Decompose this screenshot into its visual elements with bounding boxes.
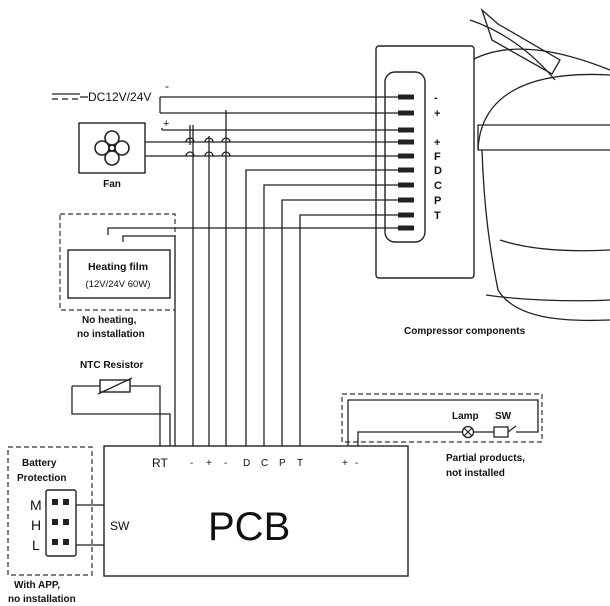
lamp-note-1: Partial products,: [446, 453, 525, 464]
pcb-pin-label: +: [206, 458, 212, 469]
pcb-pin-label: -: [224, 458, 227, 469]
pcb-sw-label: SW: [110, 519, 130, 533]
compressor-label: Compressor components: [404, 326, 526, 337]
terminal-label: T: [434, 210, 441, 222]
pcb-pin-label: D: [243, 458, 250, 469]
battery-level-l: L: [32, 537, 40, 553]
heating-film-title: Heating film: [88, 261, 148, 273]
heating-film-note-1: No heating,: [82, 315, 137, 326]
terminal-label: F: [434, 151, 441, 163]
terminal-pin: [398, 127, 414, 133]
battery-protection-group: Battery Protection M H L With APP, no in…: [7, 446, 104, 605]
lamp-switch-group: Lamp SW Partial products, not installed: [341, 393, 543, 479]
pcb-lamp-minus: -: [355, 458, 358, 469]
lamp-icon: [461, 425, 475, 439]
battery-note-2: no installation: [8, 594, 76, 605]
heating-film-note-2: no installation: [77, 329, 145, 340]
lamp-label: Lamp: [452, 411, 479, 422]
terminal-pin: [398, 153, 414, 159]
battery-note-1: With APP,: [14, 580, 60, 591]
terminal-label: P: [434, 195, 441, 207]
pcb-pin-label: P: [279, 458, 286, 469]
switch-icon: [493, 425, 517, 438]
pcb-label: PCB: [208, 505, 290, 549]
battery-title-1: Battery: [22, 458, 57, 469]
battery-level-m: M: [30, 497, 42, 513]
fan: Fan: [78, 122, 146, 190]
fan-label: Fan: [103, 179, 121, 190]
pcb-lamp-plus: +: [342, 458, 348, 469]
pcb-pin-label: C: [261, 458, 268, 469]
terminal-pin: [398, 182, 414, 188]
battery-title-2: Protection: [17, 473, 66, 484]
pcb-rt-label: RT: [152, 456, 168, 470]
dc-voltage-label: DC12V/24V: [88, 90, 151, 104]
heating-film-group: Heating film (12V/24V 60W) No heating, n…: [59, 213, 176, 340]
lamp-note-2: not installed: [446, 468, 505, 479]
terminal-pin: [398, 225, 414, 231]
ntc-label: NTC Resistor: [80, 360, 143, 371]
jumper-pins: [52, 499, 69, 545]
pcb-pin-label: T: [297, 458, 303, 469]
heating-film-spec: (12V/24V 60W): [86, 279, 151, 290]
compressor-illustration: [469, 7, 610, 322]
battery-level-h: H: [31, 517, 41, 533]
power-plus-label: +: [163, 118, 169, 130]
pcb-pin-label: -: [190, 458, 193, 469]
terminal-label: C: [434, 180, 442, 192]
ntc-resistor: NTC Resistor: [71, 360, 171, 455]
terminal-label: -: [434, 92, 438, 104]
terminal-label: +: [434, 137, 440, 149]
terminal-pin: [398, 212, 414, 218]
terminal-pin: [398, 110, 414, 116]
dc-power-label: DC12V/24V - +: [52, 79, 169, 130]
switch-label: SW: [495, 411, 512, 422]
pcb-vertical-wires: [107, 110, 400, 455]
terminal-pin: [398, 94, 414, 100]
terminal-pin: [398, 139, 414, 145]
fan-icon: [94, 130, 130, 166]
terminal-pin: [398, 167, 414, 173]
terminal-label: D: [434, 165, 442, 177]
terminal-label: +: [434, 108, 440, 120]
power-wires: [145, 96, 400, 157]
terminal-pin: [398, 197, 414, 203]
power-minus-label: -: [165, 79, 169, 93]
